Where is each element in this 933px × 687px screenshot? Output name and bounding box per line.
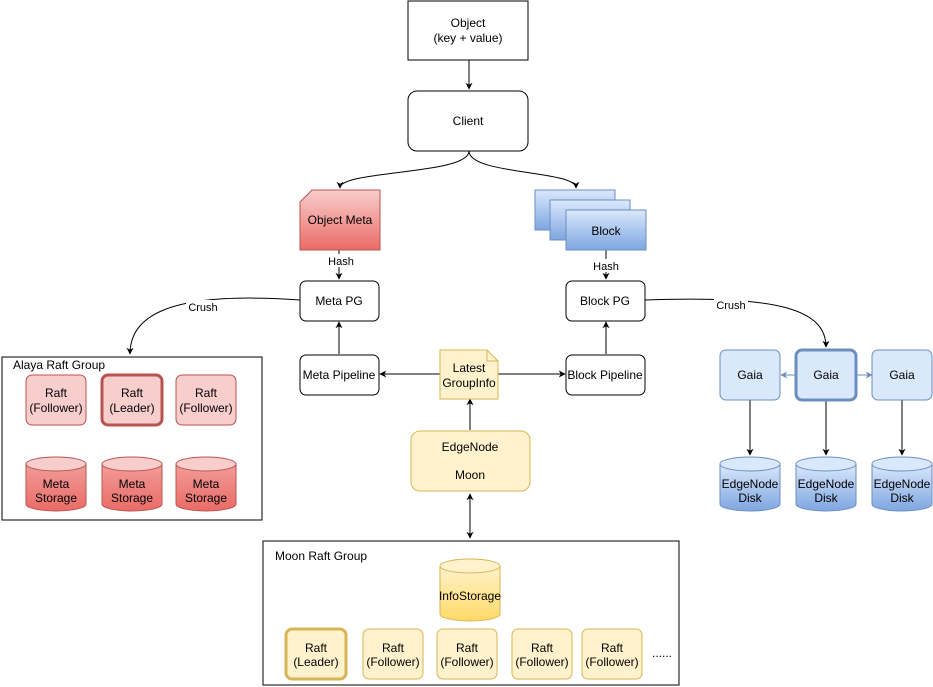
raft-label: Raft [305, 641, 328, 655]
raft-label: Raft [45, 386, 68, 400]
disk-label: EdgeNode [722, 477, 779, 491]
gaia-node-leader: Gaia [794, 348, 858, 402]
svg-text:Object: Object [451, 16, 486, 30]
meta-pg-node: Meta PG [299, 280, 380, 322]
hash-label-left: Hash [328, 256, 354, 268]
block-node: Block [534, 189, 647, 251]
raft-role: (Follower) [515, 655, 568, 669]
raft-role: (Follower) [366, 655, 419, 669]
alaya-group-title: Alaya Raft Group [13, 358, 105, 372]
crush-label-left: Crush [188, 302, 217, 314]
storage-label: Meta [193, 477, 220, 491]
svg-text:Block: Block [591, 224, 621, 238]
raft-label: Raft [121, 386, 144, 400]
raft-role: (Follower) [440, 655, 493, 669]
storage-label: Storage [35, 491, 77, 505]
svg-text:EdgeNode: EdgeNode [442, 440, 499, 454]
svg-text:Block PG: Block PG [580, 294, 630, 308]
disk-label: Disk [738, 491, 762, 505]
svg-text:Moon: Moon [455, 468, 485, 482]
svg-text:Object Meta: Object Meta [308, 213, 373, 227]
latest-groupinfo-node: Latest GroupInfo [439, 349, 499, 400]
edgenode-moon-node: EdgeNode Moon [410, 430, 531, 492]
gaia-nodes: Gaia Gaia Gaia [719, 348, 933, 402]
svg-text:InfoStorage: InfoStorage [439, 589, 501, 603]
disk-label: Disk [814, 491, 838, 505]
svg-text:GroupInfo: GroupInfo [442, 376, 496, 390]
moon-group-title: Moon Raft Group [275, 549, 367, 563]
crush-label-right: Crush [716, 300, 745, 312]
storage-label: Meta [119, 477, 146, 491]
gaia-node: Gaia [871, 349, 933, 401]
block-pipeline-node: Block Pipeline [565, 354, 646, 396]
raft-label: Raft [456, 641, 479, 655]
svg-text:(key + value): (key + value) [433, 31, 502, 45]
moon-rafts: Raft(Leader)Raft(Follower)Raft(Follower)… [284, 627, 643, 681]
disk-label: EdgeNode [798, 477, 855, 491]
moon-raft-follower: Raft(Follower) [511, 628, 573, 680]
raft-role: (Follower) [585, 655, 638, 669]
gaia-label: Gaia [889, 368, 915, 382]
storage-label: Storage [185, 491, 227, 505]
gaia-label: Gaia [737, 368, 763, 382]
moon-ellipsis: ...... [652, 646, 672, 660]
raft-label: Raft [195, 386, 218, 400]
info-storage-node: InfoStorage [439, 558, 501, 622]
svg-text:Meta Pipeline: Meta Pipeline [303, 368, 376, 382]
gaia-label: Gaia [813, 368, 839, 382]
disk-label: EdgeNode [874, 477, 931, 491]
alaya-raft-follower: Raft(Follower) [25, 374, 87, 426]
svg-text:Client: Client [453, 114, 484, 128]
object-meta-node: Object Meta [299, 189, 381, 251]
edge-client-objectmeta [336, 150, 470, 189]
raft-role: (Follower) [179, 401, 232, 415]
moon-raft-follower: Raft(Follower) [362, 628, 424, 680]
block-pg-node: Block PG [565, 280, 646, 322]
raft-label: Raft [382, 641, 405, 655]
svg-text:Block Pipeline: Block Pipeline [567, 368, 643, 382]
raft-label: Raft [601, 641, 624, 655]
edge-blockpg-gaia [644, 298, 830, 348]
svg-text:Meta PG: Meta PG [315, 294, 362, 308]
gaia-node: Gaia [719, 349, 781, 401]
edge-client-block [468, 150, 580, 189]
raft-role: (Leader) [293, 655, 338, 669]
raft-role: (Leader) [109, 401, 154, 415]
hash-label-right: Hash [593, 261, 619, 273]
disk-label: Disk [890, 491, 914, 505]
alaya-rafts: Raft(Follower)Raft(Leader)Raft(Follower) [25, 373, 237, 427]
raft-role: (Follower) [29, 401, 82, 415]
raft-label: Raft [531, 641, 554, 655]
edge-metapg-alaya [126, 297, 301, 355]
moon-raft-follower: Raft(Follower) [581, 628, 643, 680]
storage-label: Meta [43, 477, 70, 491]
moon-raft-leader: Raft(Leader) [284, 627, 348, 681]
storage-label: Storage [111, 491, 153, 505]
svg-text:Latest: Latest [453, 361, 486, 375]
object-node: Object (key + value) [407, 0, 529, 61]
alaya-raft-follower: Raft(Follower) [175, 374, 237, 426]
meta-pipeline-node: Meta Pipeline [299, 354, 380, 396]
alaya-raft-leader: Raft(Leader) [100, 373, 164, 427]
moon-raft-follower: Raft(Follower) [436, 628, 498, 680]
client-node: Client [407, 90, 529, 152]
